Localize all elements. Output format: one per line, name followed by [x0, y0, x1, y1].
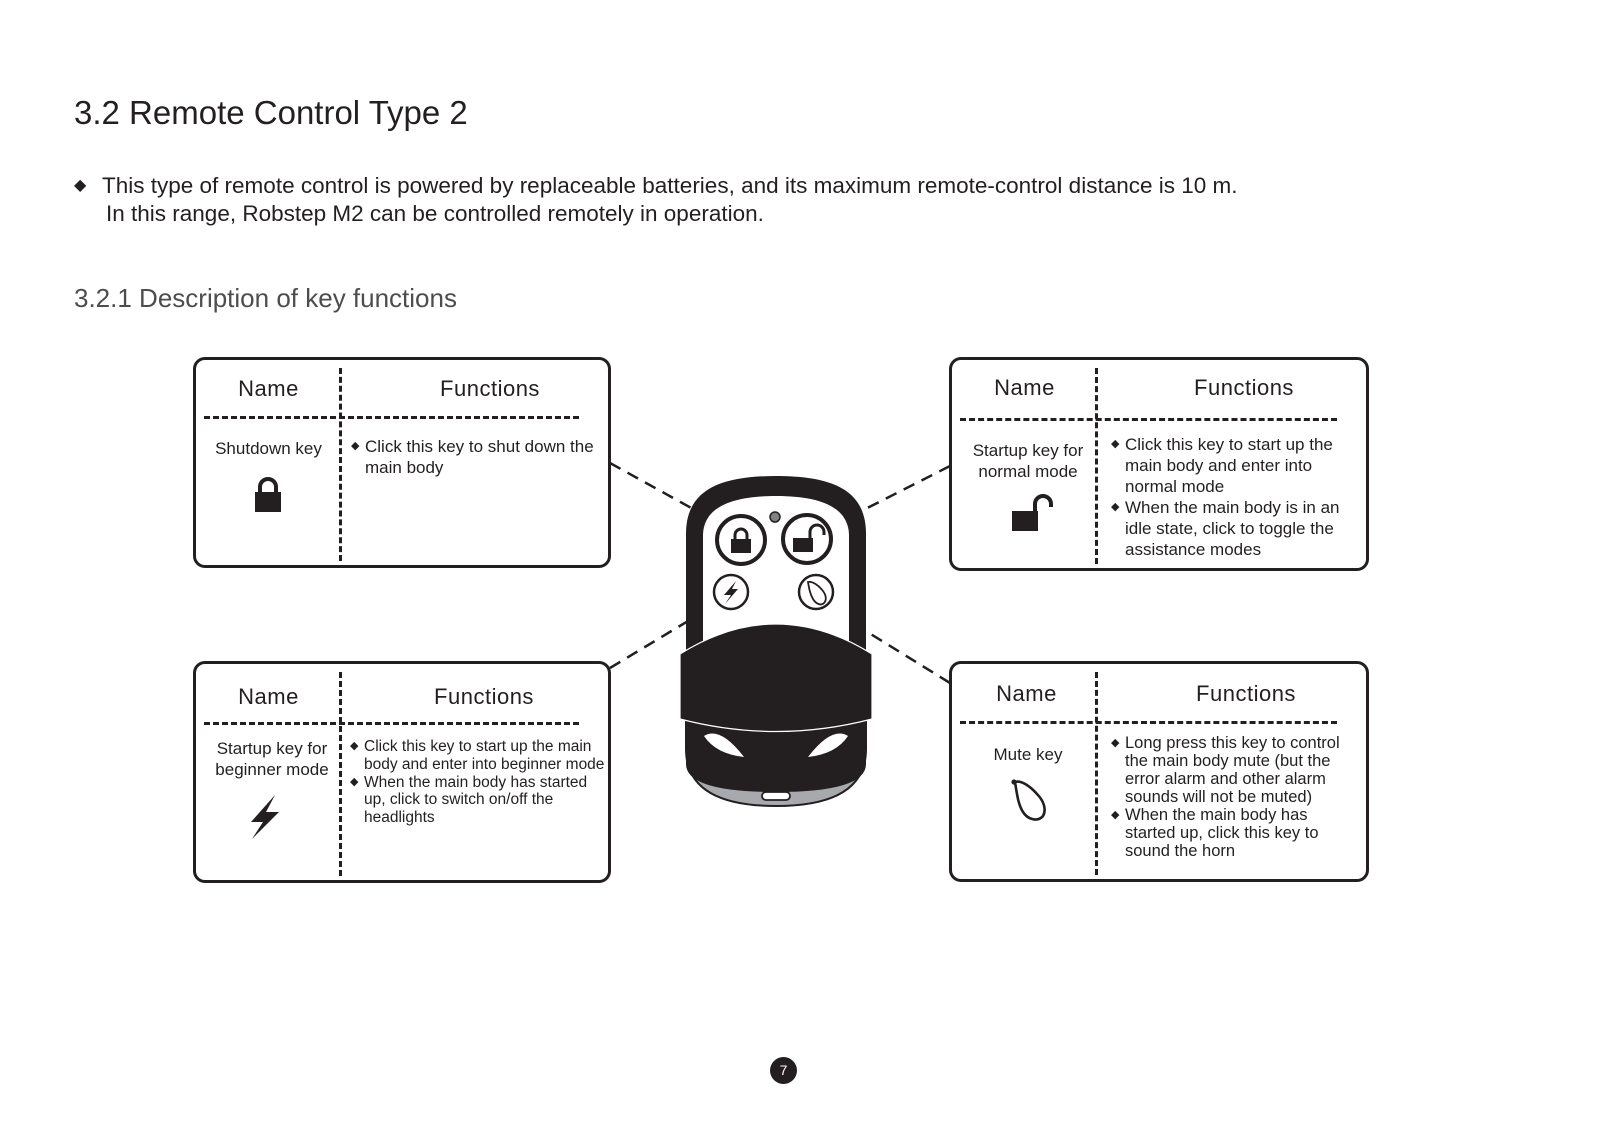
key-name: Mute key [993, 745, 1063, 764]
key-name: Startup key for normal mode [972, 441, 1084, 481]
mute-key-table: Name Functions Mute key ◆Long press this… [949, 661, 1369, 882]
lock-icon [255, 477, 281, 512]
functions-list: ◆Click this key to start up the main bod… [1111, 434, 1359, 560]
bullet-diamond-icon: ◆ [350, 775, 359, 788]
connector-normal [825, 464, 951, 531]
remote-unlock-button [781, 513, 833, 565]
remote-control-illustration [679, 476, 873, 808]
intro-line-2: In this range, Robstep M2 can be control… [106, 201, 764, 226]
lightning-icon [251, 795, 279, 839]
functions-header: Functions [434, 684, 534, 709]
name-header: Name [996, 681, 1057, 706]
column-divider [339, 368, 342, 561]
remote-left-accent [704, 733, 744, 757]
list-item: ◆Long press this key to control the main… [1111, 734, 1340, 806]
bullet-diamond-icon: ◆ [1111, 438, 1120, 450]
header-divider [960, 418, 1337, 421]
key-name: Shutdown key [215, 439, 322, 458]
functions-header: Functions [1196, 681, 1296, 706]
connector-mute [834, 610, 951, 685]
functions-list: ◆Long press this key to control the main… [1111, 734, 1359, 860]
page-number: 7 [770, 1057, 797, 1084]
header-divider [204, 722, 579, 725]
bullet-diamond-icon: ◆ [1111, 809, 1120, 821]
page-title: 3.2 Remote Control Type 2 [74, 94, 468, 131]
name-header: Name [238, 684, 299, 709]
bullet-diamond-icon: ◆ [351, 440, 360, 452]
header-divider [960, 721, 1337, 724]
normal-mode-key-table: Name Functions Startup key for normal mo… [949, 357, 1369, 571]
list-item: ◆Click this key to start up the main bod… [1111, 435, 1333, 496]
bullet-diamond-icon: ◆ [1111, 501, 1120, 513]
functions-list: ◆Click this key to start up the main bod… [350, 738, 605, 827]
key-name: Startup key for beginner mode [215, 739, 329, 779]
unlock-icon [1012, 494, 1053, 531]
intro-line-1: This type of remote control is powered b… [102, 173, 1238, 198]
functions-list: ◆Click this key to shut down the main bo… [351, 436, 601, 478]
remote-right-accent [808, 733, 848, 757]
functions-header: Functions [1194, 375, 1294, 400]
remote-grip-band [679, 623, 873, 733]
bell-icon [1011, 779, 1046, 821]
column-divider [339, 672, 342, 876]
remote-lightning-button [712, 573, 750, 611]
functions-header: Functions [440, 376, 540, 401]
bullet-diamond-icon: ◆ [74, 177, 87, 194]
led-indicator-icon [769, 511, 781, 523]
list-item: ◆When the main body has started up, clic… [350, 773, 588, 827]
column-divider [1095, 368, 1098, 564]
list-item: ◆When the main body has started up, clic… [1111, 806, 1319, 860]
header-divider [204, 416, 579, 419]
shutdown-key-table: Name Functions Shutdown key ◆Click this … [193, 357, 611, 568]
list-item: ◆When the main body is in an idle state,… [1111, 498, 1340, 559]
section-subheading: 3.2.1 Description of key functions [74, 283, 457, 313]
name-header: Name [238, 376, 299, 401]
remote-lock-button [715, 514, 767, 566]
list-item: ◆Click this key to shut down the main bo… [351, 437, 594, 477]
bullet-diamond-icon: ◆ [1111, 737, 1120, 749]
bullet-diamond-icon: ◆ [350, 740, 359, 752]
remote-bell-button [797, 573, 835, 611]
name-header: Name [994, 375, 1055, 400]
keyring-slot-icon [761, 791, 791, 801]
list-item: ◆Click this key to start up the main bod… [350, 738, 605, 773]
beginner-mode-key-table: Name Functions Startup key for beginner … [193, 661, 611, 883]
column-divider [1095, 672, 1098, 875]
